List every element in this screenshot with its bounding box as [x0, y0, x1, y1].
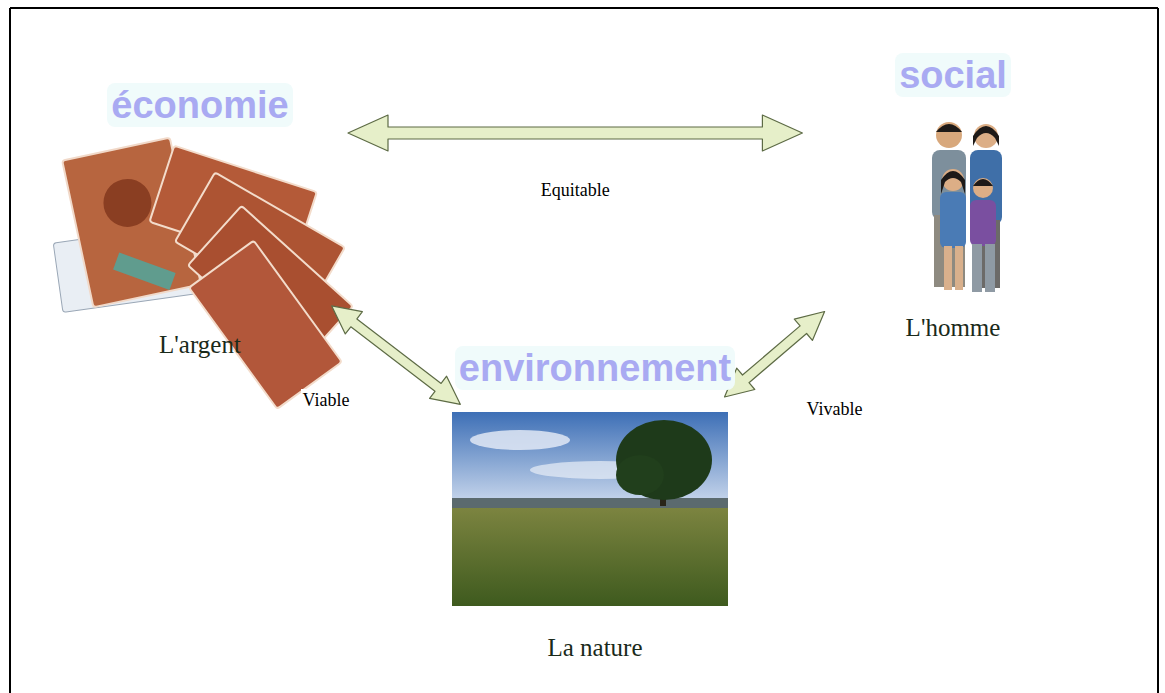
- text-holder: économie: [40, 83, 360, 127]
- pillar-heading: social: [895, 53, 1011, 97]
- landscape-photo: [452, 412, 728, 606]
- pillar-heading: environnement: [455, 346, 735, 390]
- circle-node: économieL'argent: [40, 40, 360, 370]
- circle-node: environnement La nature: [433, 335, 757, 680]
- text-holder: social: [793, 53, 1113, 97]
- text-holder: environnement: [433, 346, 757, 390]
- label-holder: Viable: [301, 389, 352, 411]
- pillar-name: L'homme: [906, 313, 1001, 343]
- double-arrow: [725, 312, 825, 398]
- text-holder: L'argent: [40, 330, 360, 360]
- pillar-heading: économie: [107, 83, 292, 127]
- edge-label: Vivable: [805, 398, 865, 420]
- pillar-name: La nature: [547, 633, 642, 663]
- edge-label: Viable: [301, 389, 352, 411]
- pillar-name: L'argent: [159, 330, 241, 360]
- text-holder: L'homme: [793, 313, 1113, 343]
- label-holder: Vivable: [805, 398, 865, 420]
- double-arrow: [348, 115, 802, 151]
- text-holder: La nature: [433, 633, 757, 663]
- page-frame: [10, 8, 1158, 693]
- family-figure: [932, 122, 1002, 292]
- edge-label: Equitable: [539, 179, 612, 201]
- circle-node: socialL'homme: [793, 30, 1113, 374]
- label-holder: Equitable: [539, 179, 612, 201]
- banknotes: [53, 138, 353, 409]
